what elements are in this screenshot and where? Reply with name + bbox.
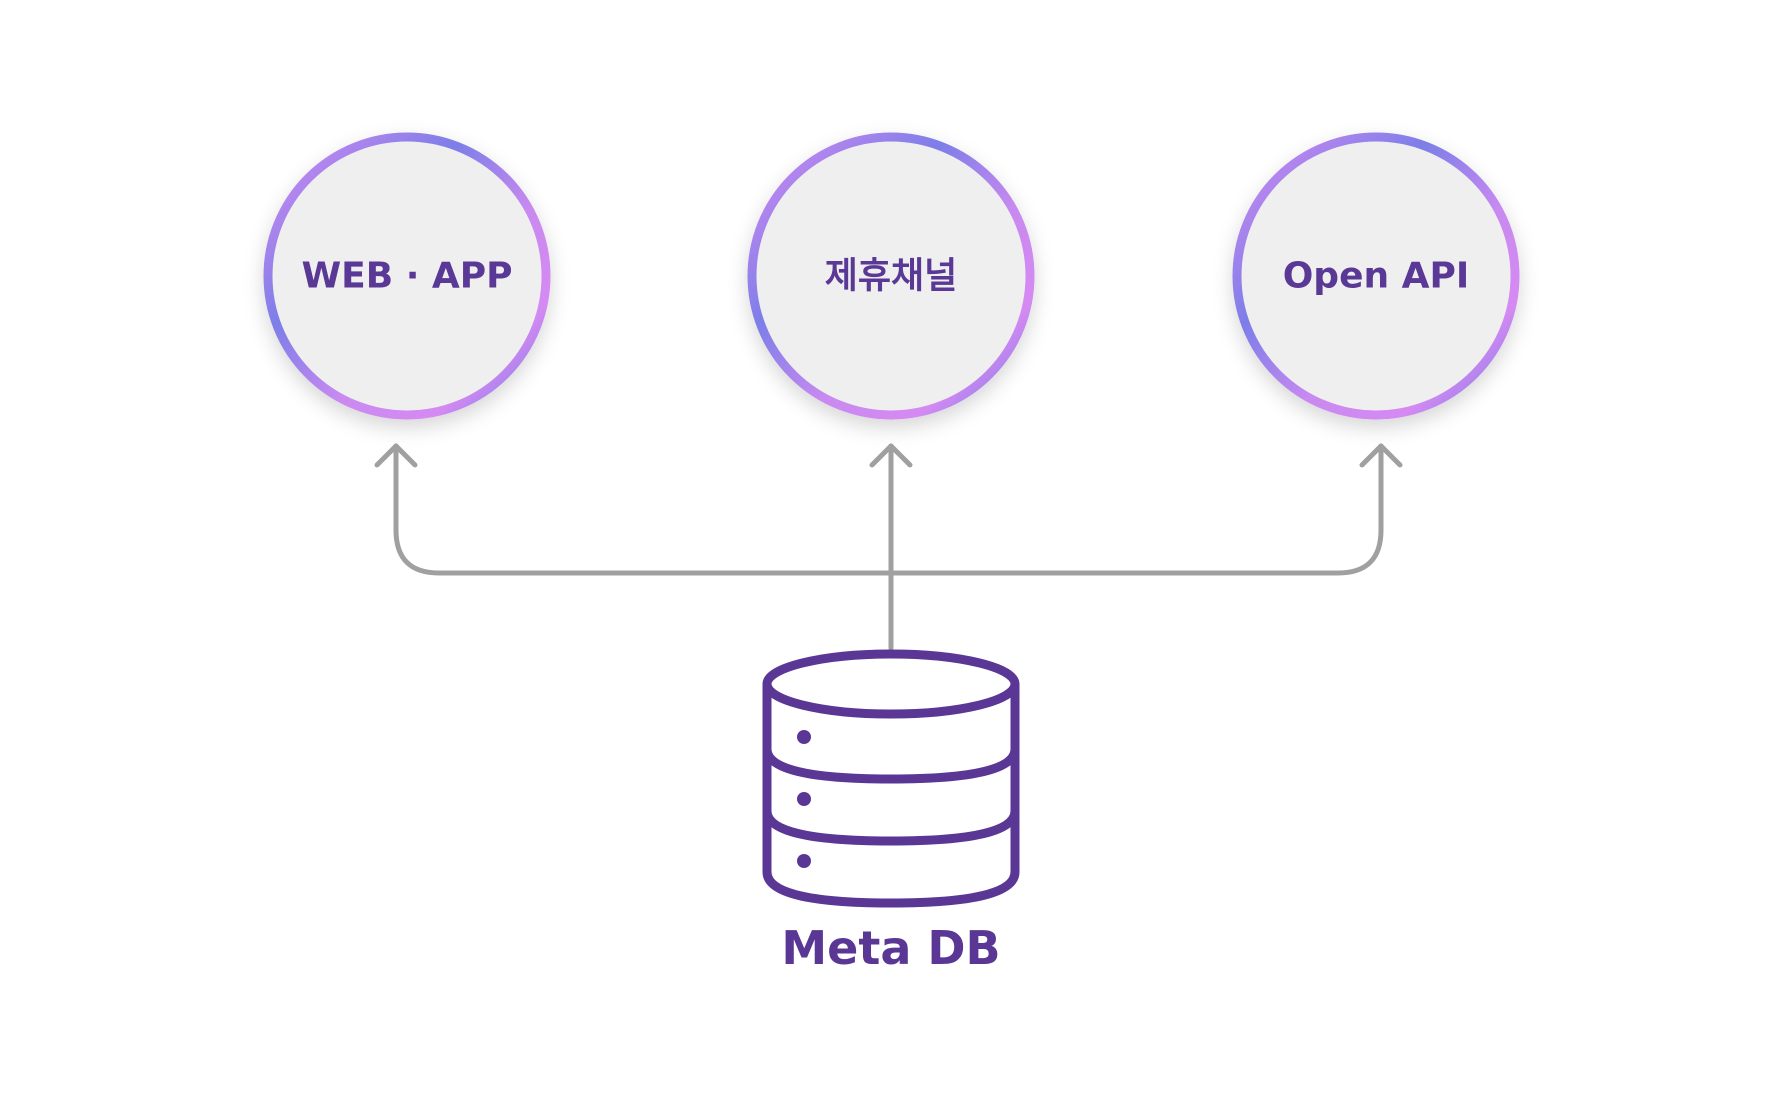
node-label-open-api: Open API — [1283, 256, 1470, 297]
database-label: Meta DB — [781, 921, 1000, 975]
node-web-app: WEB · APP — [263, 132, 551, 420]
bus-line — [393, 443, 1384, 576]
node-label-partner-channel: 제휴채널 — [825, 256, 957, 297]
database-divider — [762, 810, 1020, 846]
node-open-api: Open API — [1232, 132, 1520, 420]
database-dot — [797, 730, 811, 744]
database-icon — [762, 649, 1020, 908]
database-body — [762, 684, 1020, 908]
node-label-web-app: WEB · APP — [301, 256, 512, 297]
database-dot — [797, 792, 811, 806]
arrow-up-icon — [869, 443, 913, 468]
circle-node — [263, 132, 551, 420]
connector-lines — [374, 443, 1403, 651]
circle-node — [747, 132, 1035, 420]
arrow-up-icon — [374, 443, 418, 468]
arrow-up-icon — [1359, 443, 1403, 468]
circle-node — [1232, 132, 1520, 420]
database-dot — [797, 854, 811, 868]
database-divider — [762, 748, 1020, 784]
database-top — [762, 649, 1020, 719]
node-partner-channel: 제휴채널 — [747, 132, 1035, 420]
